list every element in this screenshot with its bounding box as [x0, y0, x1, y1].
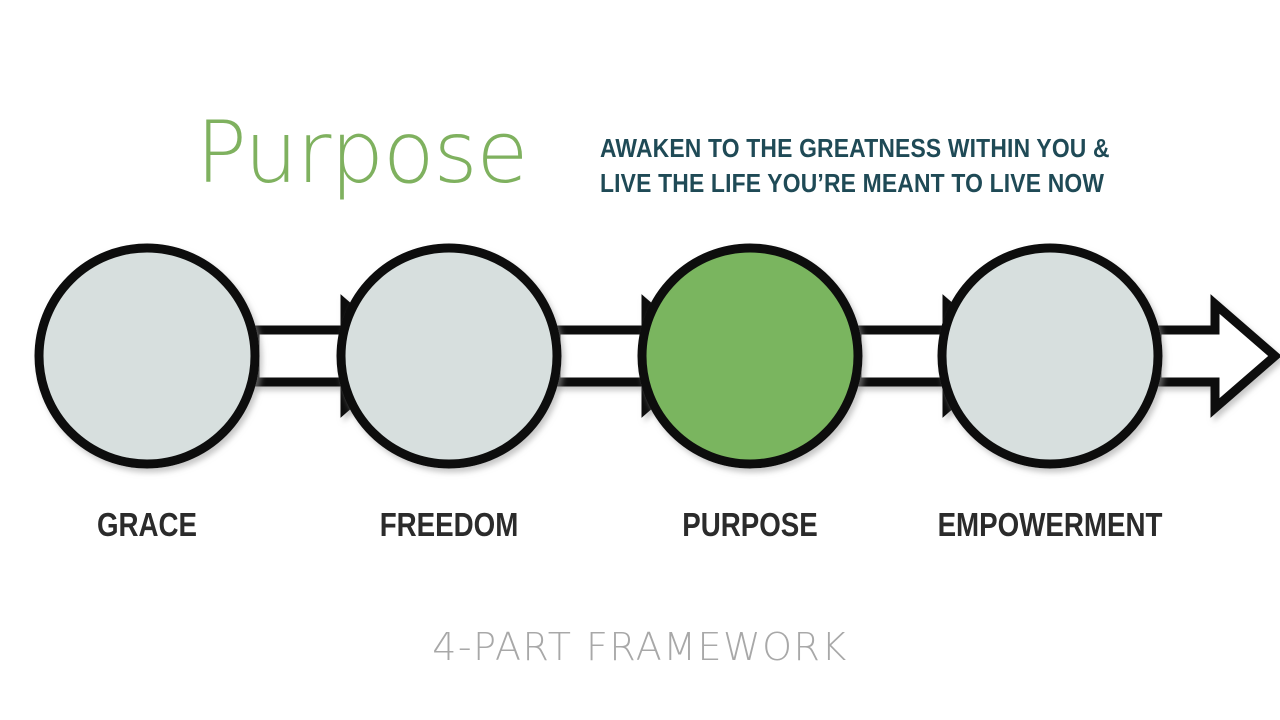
subtitle-line-2: LIVE THE LIFE YOU’RE MEANT TO LIVE NOW — [600, 168, 1105, 198]
slide-subtitle: AWAKEN TO THE GREATNESS WITHIN YOU & LIV… — [600, 131, 1120, 201]
stage-label-purpose: PURPOSE — [682, 506, 818, 543]
stage-label-empowerment: EMPOWERMENT — [937, 506, 1163, 543]
page-title: Purpose — [196, 103, 528, 203]
flow-arrow-4-trailing — [1152, 294, 1280, 418]
slide-header: Purpose AWAKEN TO THE GREATNESS WITHIN Y… — [0, 52, 1280, 198]
framework-caption: 4-PART FRAMEWORK — [432, 625, 848, 669]
process-flow-diagram — [0, 212, 1280, 512]
subtitle-line-1: AWAKEN TO THE GREATNESS WITHIN YOU & — [600, 133, 1110, 163]
stage-label-grace: GRACE — [96, 506, 198, 543]
stage-label-row: GRACE FREEDOM PURPOSE EMPOWERMENT — [0, 504, 1280, 552]
stage-node-freedom[interactable] — [336, 243, 562, 469]
stage-node-grace[interactable] — [34, 243, 260, 469]
stage-node-empowerment[interactable] — [937, 243, 1163, 469]
stage-node-purpose[interactable] — [637, 243, 863, 469]
stage-label-freedom: FREEDOM — [379, 506, 519, 543]
